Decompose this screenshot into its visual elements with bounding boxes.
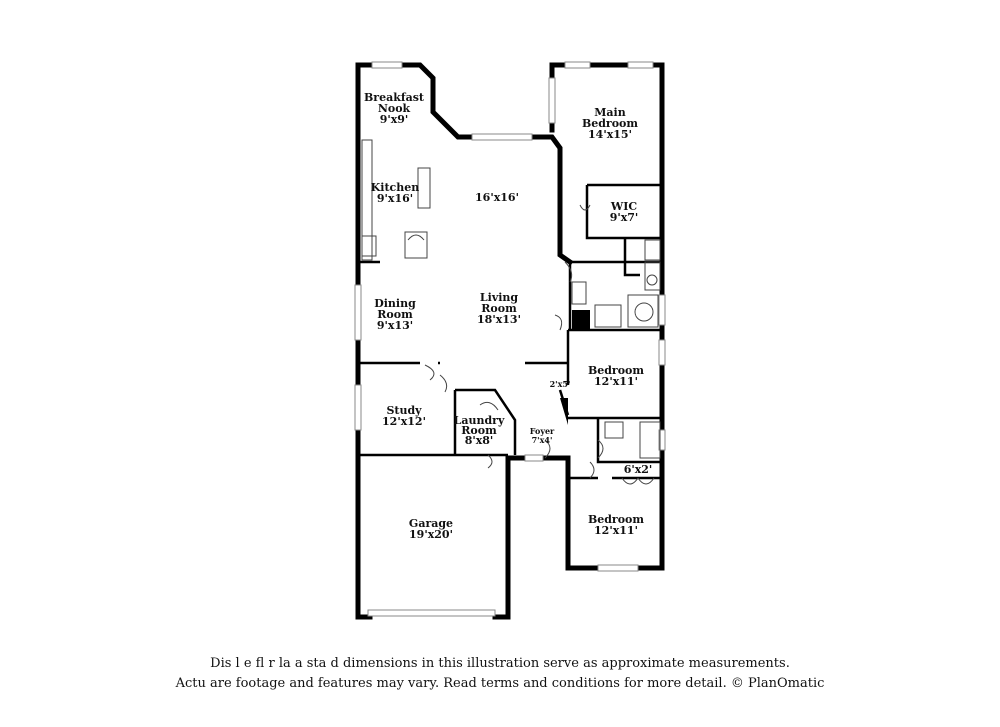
bedroom-3-label: Bedroom [588, 513, 644, 526]
wic-dims: 9'x7' [610, 211, 639, 224]
dining-room-dims: 9'x13' [377, 319, 413, 332]
wic-label: WIC [610, 200, 637, 213]
living-room-dims: 18'x13' [477, 313, 521, 326]
kitchen-label: Kitchen [371, 181, 420, 194]
bedroom-2-dims: 12'x11' [594, 375, 638, 388]
bedroom-3-dims: 12'x11' [594, 524, 638, 537]
kitchen-dims: 9'x16' [377, 192, 413, 205]
disclaimer-line-2: Actu are footage and features may vary. … [175, 676, 825, 691]
closet-b-dims: 6'x2' [624, 463, 653, 476]
breakfast-nook-dims: 9'x9' [380, 113, 409, 126]
study-label: Study [386, 404, 422, 417]
windows [354, 61, 666, 617]
laundry-room-dims: 8'x8' [465, 434, 494, 447]
garage-label: Garage [409, 517, 453, 530]
disclaimer-line-1: Dis l e fl r la a sta d dimensions in th… [210, 656, 790, 671]
fixtures [361, 139, 661, 485]
foyer-dims: 7'x4' [532, 435, 553, 445]
main-bedroom-dims: 14'x15' [588, 128, 632, 141]
garage-dims: 19'x20' [409, 528, 453, 541]
great-room-dims: 16'x16' [475, 191, 519, 204]
bedroom-2-label: Bedroom [588, 364, 644, 377]
foyer-label: Foyer [530, 426, 555, 436]
study-dims: 12'x12' [382, 415, 426, 428]
interior-walls [358, 183, 662, 480]
closet-a-dims: 2'x5' [550, 379, 571, 389]
